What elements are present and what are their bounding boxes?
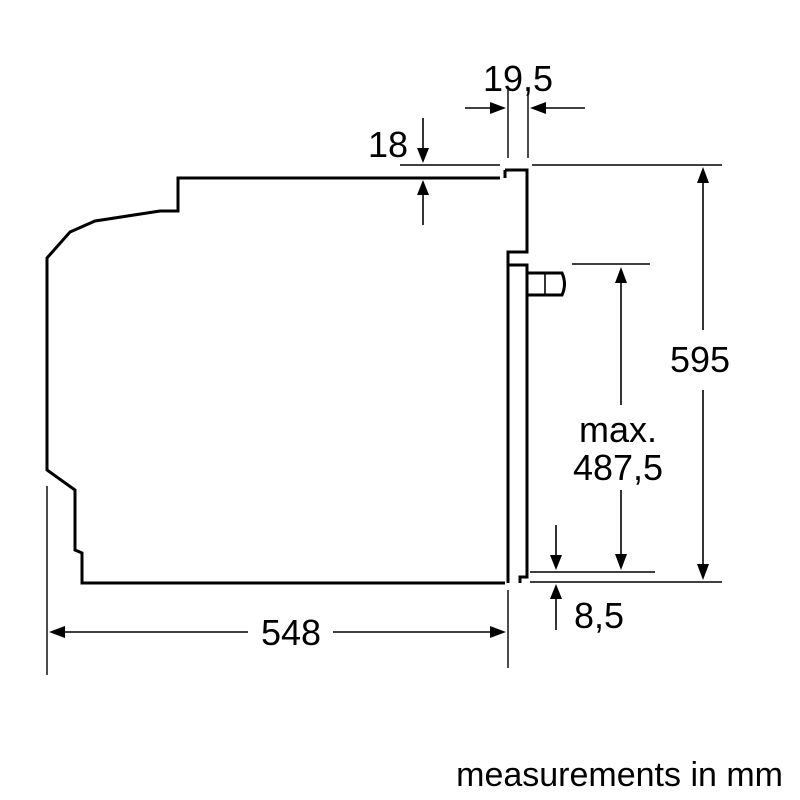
dimension-bottom-offset: 8,5 — [550, 525, 624, 636]
dimension-door-width: 19,5 — [465, 58, 585, 114]
dimension-max-height: max. 487,5 — [573, 267, 663, 570]
bottom-offset-label: 8,5 — [574, 595, 624, 636]
dimension-total-height: 595 — [670, 167, 730, 580]
oven-body-outline — [45, 176, 505, 585]
depth-label: 548 — [261, 612, 321, 653]
door-width-label: 19,5 — [483, 58, 553, 99]
measurement-units-caption: measurements in mm — [456, 756, 783, 794]
max-height-label-line2: 487,5 — [573, 447, 663, 488]
dimension-top-offset: 18 — [368, 118, 429, 225]
total-height-label: 595 — [670, 339, 730, 380]
dimension-depth: 548 — [49, 612, 506, 653]
top-offset-label: 18 — [368, 124, 408, 165]
max-height-label-line1: max. — [579, 409, 657, 450]
